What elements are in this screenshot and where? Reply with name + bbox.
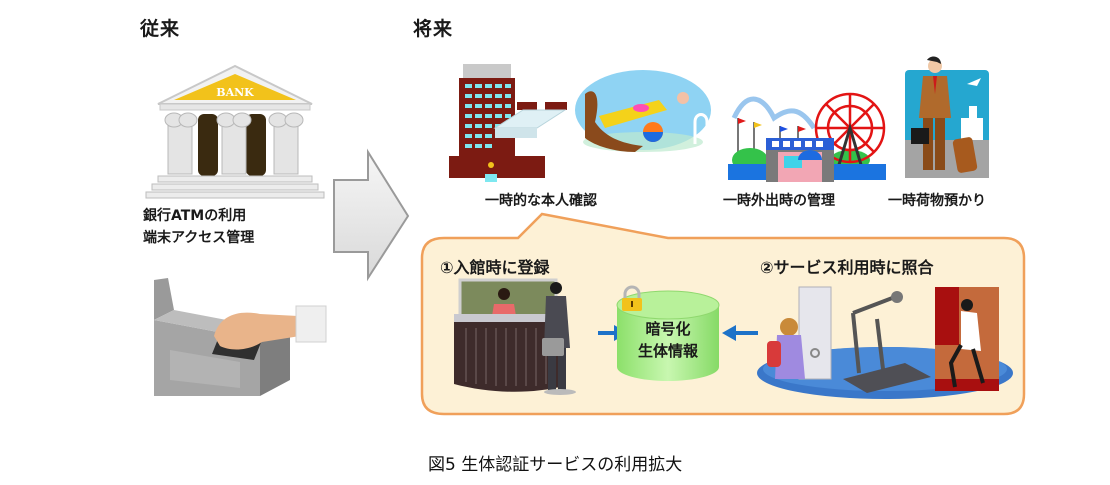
before-description: 銀行ATMの利用 端末アクセス管理 [143, 205, 254, 249]
reception-desk-icon [454, 278, 576, 395]
use-case-label-2: 一時外出時の管理 [723, 193, 835, 209]
future-heading: 将来 [413, 18, 454, 40]
hotel-pool-icon [449, 64, 711, 182]
encrypted-database-icon [616, 290, 720, 381]
transition-arrow-icon [333, 148, 410, 282]
database-label: 暗号化 生体情報 [615, 318, 721, 362]
database-label-line-2: 生体情報 [637, 342, 698, 360]
use-case-label-1: 一時的な本人確認 [485, 193, 597, 209]
traveler-luggage-icon [905, 56, 989, 178]
before-description-line-2: 端末アクセス管理 [143, 230, 255, 246]
amusement-park-icon [728, 92, 886, 182]
step-2-label: ②サービス利用時に照合 [760, 258, 934, 277]
figure-caption: 図5 生体認証サービスの利用拡大 [428, 455, 683, 475]
arrow-left-icon [722, 325, 758, 341]
use-case-label-3: 一時荷物預かり [888, 193, 986, 209]
before-description-line-1: 銀行ATMの利用 [143, 208, 247, 224]
before-heading: 従来 [140, 18, 181, 40]
palm-vein-scanner-icon [154, 278, 327, 396]
database-label-line-1: 暗号化 [645, 320, 691, 338]
step-1-label: ①入館時に登録 [440, 258, 550, 277]
bank-icon: BANK [145, 64, 325, 199]
bank-sign: BANK [216, 86, 254, 99]
lock-icon [622, 285, 642, 311]
service-facilities-icon [757, 286, 1013, 399]
